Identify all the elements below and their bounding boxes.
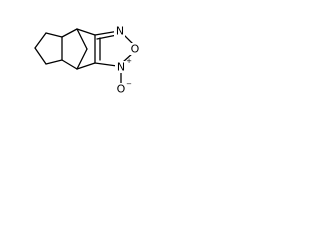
n-bottom-label-bg xyxy=(115,61,127,73)
bond-nb-4 xyxy=(76,62,96,70)
bond-bridge-1 xyxy=(76,28,88,50)
bond-cp-2 xyxy=(34,32,47,49)
bond-bridge-2 xyxy=(76,48,88,70)
bond-c-n-top-double xyxy=(96,34,118,40)
bond-nb-3 xyxy=(76,28,96,36)
atom-o-ring: O xyxy=(131,43,140,56)
bond-nb-2 xyxy=(61,59,78,70)
atom-o-exo-charge: − xyxy=(126,80,132,88)
bond-cp-3 xyxy=(34,47,47,65)
n-top-label-bg xyxy=(114,25,125,37)
atom-n-bottom-charge: + xyxy=(126,57,132,65)
bond-c-n-bottom xyxy=(94,62,118,67)
chemical-structure-diagram: N O N + O − xyxy=(34,25,141,96)
atom-n-bottom: N xyxy=(117,61,125,74)
o-ring-label-bg xyxy=(130,43,141,55)
bond-cp-1 xyxy=(45,32,63,38)
o-exo-label-bg xyxy=(115,83,127,95)
atom-o-exo: O xyxy=(117,83,126,96)
bond-nb-1 xyxy=(61,28,78,38)
atom-n-top: N xyxy=(116,25,124,38)
bond-cp-4 xyxy=(45,59,63,65)
